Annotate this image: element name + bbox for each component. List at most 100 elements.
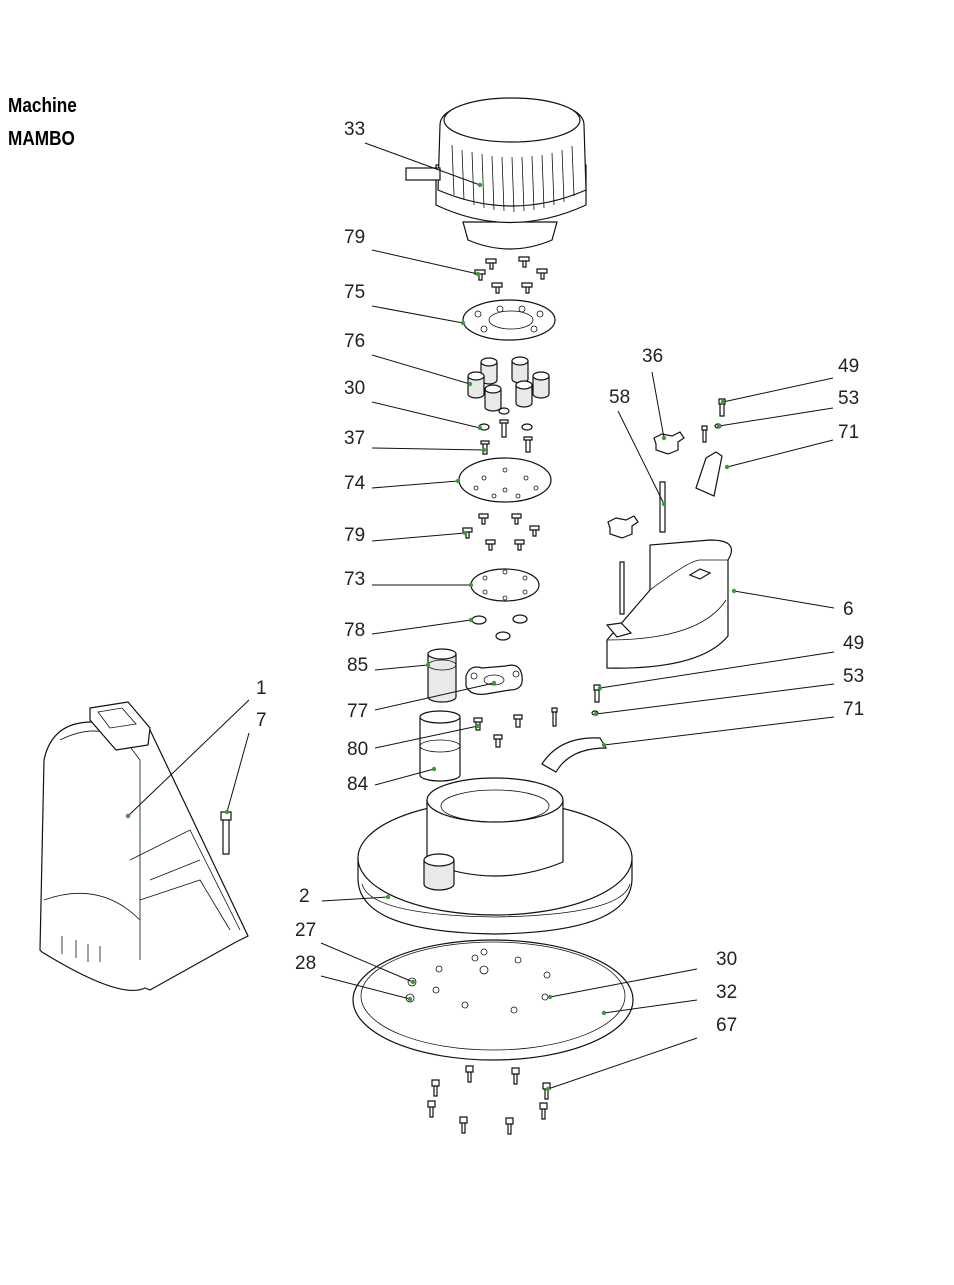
dampers-76: [467, 356, 550, 412]
bracket-77: [465, 664, 523, 695]
leader-tip-c77: [491, 680, 497, 686]
callout-label-c30a: 30: [344, 378, 365, 399]
leader-line-c77: [374, 682, 495, 711]
base-housing-2: [357, 777, 633, 935]
leader-tip-c53b: [593, 711, 599, 717]
bolt-7: [220, 811, 232, 855]
leader-tip-c33: [477, 182, 483, 188]
plate-73: [470, 568, 540, 602]
leader-tip-c75: [460, 320, 466, 326]
leader-line-c49a: [722, 377, 834, 403]
leader-tip-c6: [731, 588, 737, 594]
callout-label-c77: 77: [347, 701, 368, 722]
leader-line-c71b: [603, 716, 835, 746]
washers-and-screws-30-37: [478, 407, 533, 455]
handle-cover-6: [605, 539, 732, 669]
disk-32: [352, 939, 634, 1061]
leader-line-c33: [364, 142, 481, 186]
callout-label-c1: 1: [256, 678, 267, 699]
sleeve-85: [427, 648, 457, 703]
callout-label-c79a: 79: [344, 227, 365, 248]
callouts: 3379757630377479737885778084172272836584…: [125, 119, 864, 1092]
leader-line-c36: [651, 371, 665, 439]
screws-80: [473, 714, 523, 748]
callout-label-c73: 73: [344, 569, 365, 590]
leader-tip-c27: [410, 979, 416, 985]
leader-line-c79b: [371, 532, 466, 542]
leader-line-c30b: [549, 968, 698, 998]
callout-label-c74: 74: [344, 473, 366, 494]
leader-line-c49b: [599, 651, 835, 689]
leader-line-c28: [320, 975, 411, 1000]
leader-line-c67: [547, 1037, 698, 1090]
leader-tip-c7: [224, 809, 230, 815]
leader-line-c53a: [718, 407, 834, 427]
leader-tip-c58: [661, 501, 667, 507]
leader-tip-c79a: [475, 271, 481, 277]
leader-tip-c49b: [597, 685, 603, 691]
callout-label-c6: 6: [843, 599, 854, 620]
plate-74: [458, 457, 552, 503]
leader-line-c71a: [726, 439, 834, 468]
callout-label-c75: 75: [344, 282, 365, 303]
callout-label-c71a: 71: [838, 422, 859, 443]
leader-tip-c71b: [601, 742, 607, 748]
screws-79-lower: [462, 513, 540, 551]
motor-part: [405, 97, 587, 250]
callout-label-c7: 7: [256, 710, 267, 731]
leader-tip-c76: [467, 381, 473, 387]
leader-line-c85: [374, 664, 429, 671]
leader-line-c6: [733, 590, 835, 609]
callout-label-c37: 37: [344, 428, 365, 449]
leader-line-c80: [374, 725, 479, 749]
leader-line-c27: [320, 942, 414, 983]
leader-tip-c37: [481, 447, 487, 453]
callout-label-c49b: 49: [843, 633, 864, 654]
leader-line-c2: [321, 896, 389, 902]
leader-tip-c78: [468, 617, 474, 623]
diagram-header: Machine MAMBO: [8, 90, 88, 156]
callout-label-c2: 2: [299, 886, 310, 907]
leader-tip-c67: [545, 1086, 551, 1092]
header-machine-label: Machine: [8, 95, 77, 117]
leader-line-c76: [371, 354, 471, 385]
leader-line-c30a: [371, 401, 481, 429]
callout-label-c32: 32: [716, 982, 737, 1003]
leader-tip-c49a: [720, 399, 726, 405]
leader-tip-c28: [407, 996, 413, 1002]
leader-line-c32: [603, 999, 698, 1014]
leader-line-c78: [371, 619, 472, 635]
leader-tip-c36: [661, 435, 667, 441]
callout-label-c58: 58: [609, 387, 630, 408]
clamp-71-lower: [541, 684, 608, 773]
callout-label-c27: 27: [295, 920, 316, 941]
plate-75: [462, 299, 556, 341]
leader-tip-c79b: [462, 530, 468, 536]
clamp-71-top: [695, 398, 726, 497]
callout-label-c33: 33: [344, 119, 365, 140]
leader-tip-c84: [431, 766, 437, 772]
screws-79-top: [474, 256, 548, 294]
callout-label-c84: 84: [347, 774, 369, 795]
leader-tip-c74: [455, 478, 461, 484]
leader-tip-c32: [601, 1010, 607, 1016]
callout-label-c85: 85: [347, 655, 368, 676]
callout-label-c53b: 53: [843, 666, 864, 687]
leader-tip-c71a: [724, 464, 730, 470]
leader-line-c7: [226, 732, 250, 813]
washers-78: [471, 614, 528, 641]
sleeve-84: [419, 710, 461, 782]
rod-58: [659, 481, 666, 533]
leader-line-c37: [371, 447, 485, 451]
leader-line-c84: [374, 768, 435, 786]
callout-label-c80: 80: [347, 739, 368, 760]
leader-line-c75: [371, 305, 464, 324]
leader-line-c58: [617, 410, 665, 505]
callout-label-c30b: 30: [716, 949, 737, 970]
leader-tip-c73: [468, 582, 474, 588]
callout-label-c53a: 53: [838, 388, 859, 409]
screws-67: [427, 1065, 551, 1135]
leader-tip-c85: [425, 662, 431, 668]
callout-label-c76: 76: [344, 331, 365, 352]
